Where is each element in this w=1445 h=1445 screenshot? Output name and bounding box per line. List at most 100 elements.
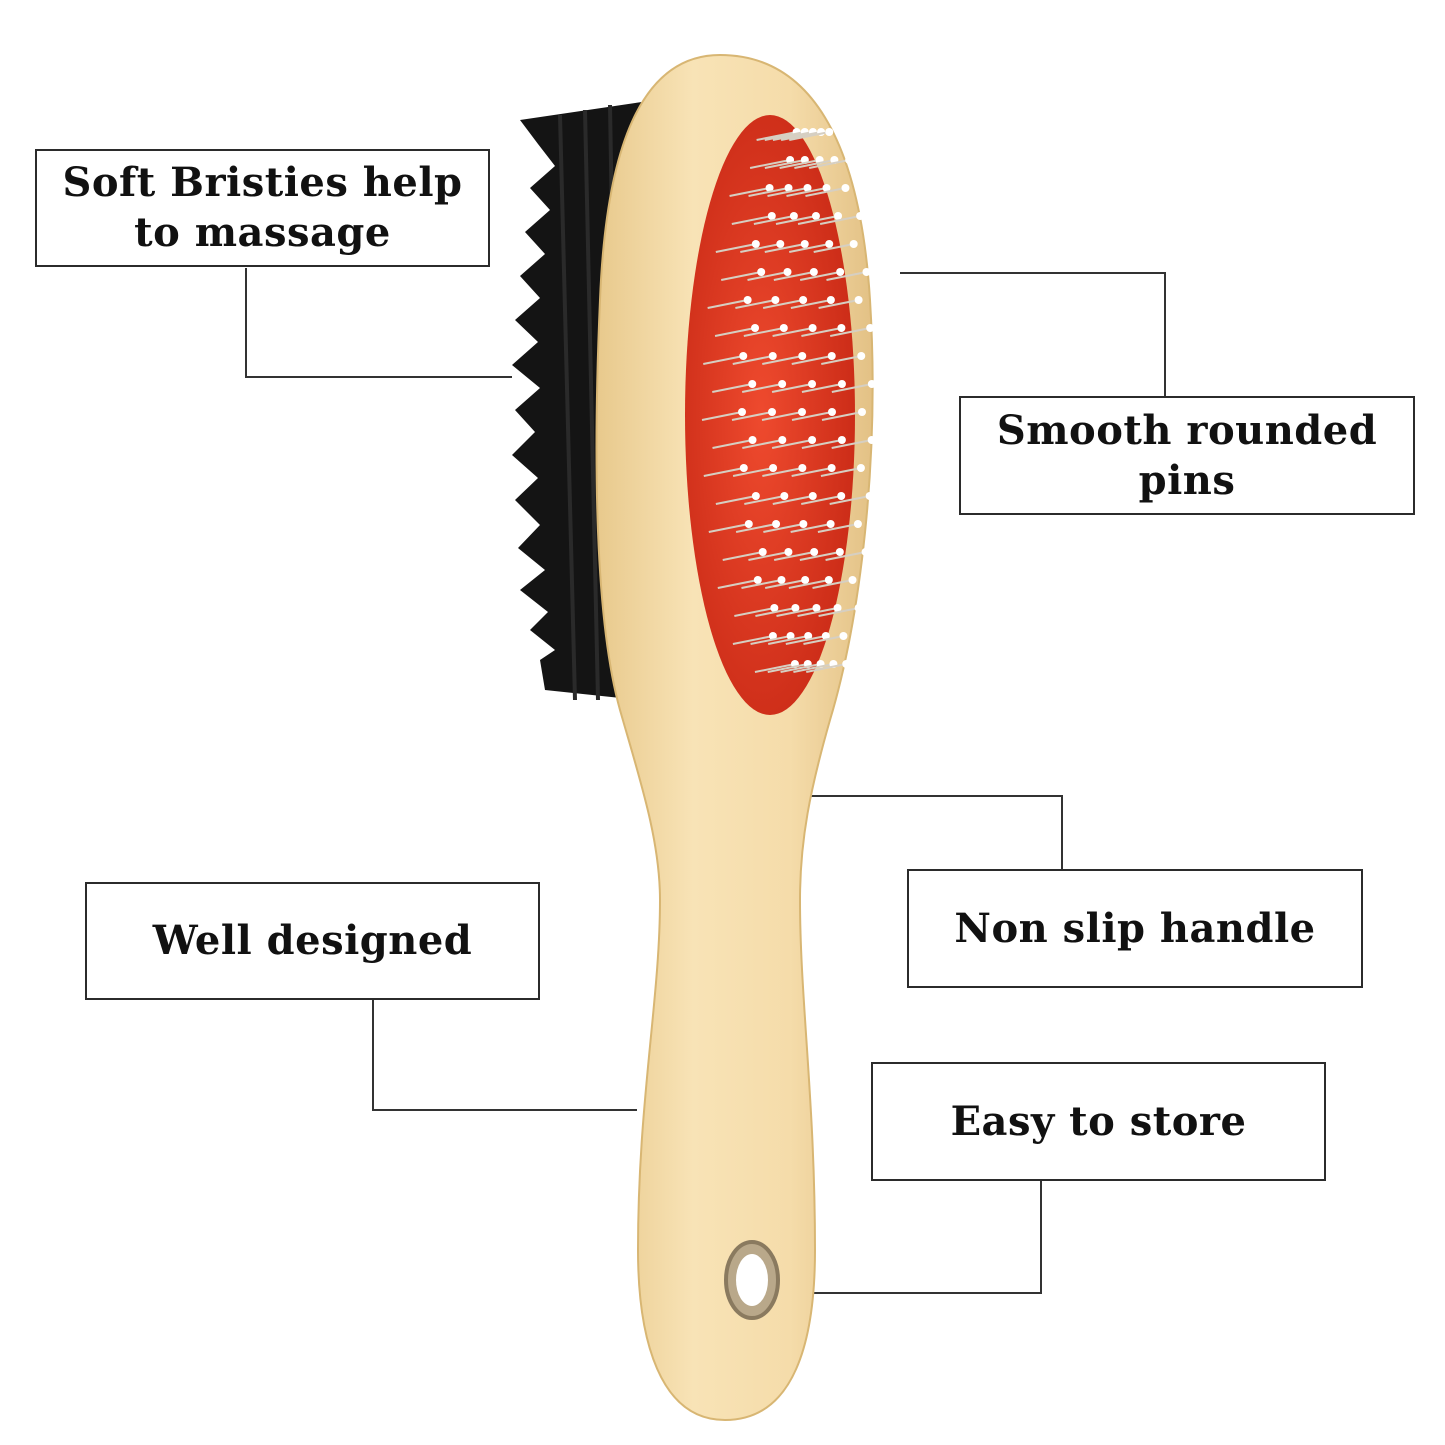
leader-lines (245, 268, 1166, 1294)
pin-tip (798, 408, 807, 416)
pin-tip (777, 576, 786, 584)
pin-tip (837, 492, 846, 500)
pin-tip (803, 184, 812, 192)
pin-tip (791, 604, 800, 612)
pin-tip (798, 352, 807, 360)
pin-tip (810, 548, 819, 556)
pin (767, 663, 808, 673)
pin (762, 467, 803, 477)
pin (791, 355, 832, 365)
pin-tip (854, 296, 863, 304)
pin (820, 467, 862, 477)
pin (748, 187, 789, 197)
pin (825, 551, 866, 561)
callout-easy-to-store: Easy to store (871, 1062, 1326, 1181)
pin-tip (768, 352, 777, 360)
pin (764, 243, 805, 253)
callout-smooth-pins: Smooth rounded pins (959, 396, 1415, 515)
pin (708, 523, 749, 533)
pin (817, 523, 859, 533)
pin (721, 271, 762, 281)
pin-tip (826, 296, 835, 304)
pin (794, 159, 835, 169)
pin (744, 495, 785, 505)
pin-tip (856, 212, 865, 220)
pin (703, 355, 744, 365)
pin (761, 411, 803, 421)
pin-tip (811, 212, 820, 220)
pin (732, 635, 774, 645)
pin-tip (848, 576, 857, 584)
pin (731, 411, 773, 421)
pin-tip (772, 520, 781, 528)
pin-tip (842, 660, 851, 668)
pin-tip (769, 464, 778, 472)
pin-tip (739, 352, 748, 360)
pin-tip (738, 408, 747, 416)
pin-tip (783, 268, 792, 276)
pin-tip (765, 184, 774, 192)
pin (732, 355, 773, 365)
pin (741, 383, 783, 393)
pin-tip (827, 408, 836, 416)
pin (793, 663, 834, 673)
pin-tip (821, 632, 830, 640)
pin (801, 439, 843, 449)
pin (749, 159, 791, 169)
pin (732, 467, 774, 477)
pin (790, 523, 831, 533)
leader-line-smooth-pins (900, 272, 1166, 396)
pin-tip (808, 324, 817, 332)
pin (797, 607, 838, 617)
pin-tip (825, 240, 834, 248)
pin (767, 187, 808, 197)
pin (808, 159, 850, 169)
pin (771, 439, 813, 449)
pin-tip (835, 548, 844, 556)
pin-tip (771, 296, 780, 304)
pin (821, 411, 863, 421)
pin (791, 411, 833, 421)
pin (762, 299, 804, 309)
pin (791, 467, 832, 477)
pin (763, 523, 804, 533)
pin (818, 607, 859, 617)
pin (779, 159, 820, 169)
pin-tip (812, 604, 821, 612)
pin (797, 215, 839, 225)
pin-tip (865, 492, 874, 500)
pin (775, 215, 817, 225)
pin (773, 271, 815, 281)
pin (819, 215, 861, 225)
pin (772, 495, 813, 505)
pin-tip (808, 436, 817, 444)
pin (771, 383, 813, 393)
pin (788, 579, 830, 589)
pin-tip (837, 324, 846, 332)
pin (799, 271, 841, 281)
pin-tip (845, 156, 854, 164)
pin (773, 551, 815, 561)
pin-tip (751, 240, 760, 248)
pin (806, 663, 847, 673)
pin (818, 299, 859, 309)
pin-tip (748, 436, 757, 444)
pin-tip (798, 464, 807, 472)
pin-tip (809, 268, 818, 276)
pin-tip (784, 184, 793, 192)
pin-tip (808, 492, 817, 500)
pin (785, 635, 827, 645)
pin (764, 579, 806, 589)
leader-line-non-slip (800, 795, 1063, 869)
pin-tip (833, 604, 842, 612)
pin-tip (800, 240, 809, 248)
leader-line-easy-store (772, 1181, 1042, 1294)
callout-well-designed: Well designed (85, 882, 540, 1000)
pin (780, 663, 821, 673)
pin (790, 299, 832, 309)
pin (764, 159, 806, 169)
pin-tip (867, 436, 876, 444)
pin (755, 607, 796, 617)
pin-tip (768, 408, 777, 416)
pin (826, 271, 867, 281)
